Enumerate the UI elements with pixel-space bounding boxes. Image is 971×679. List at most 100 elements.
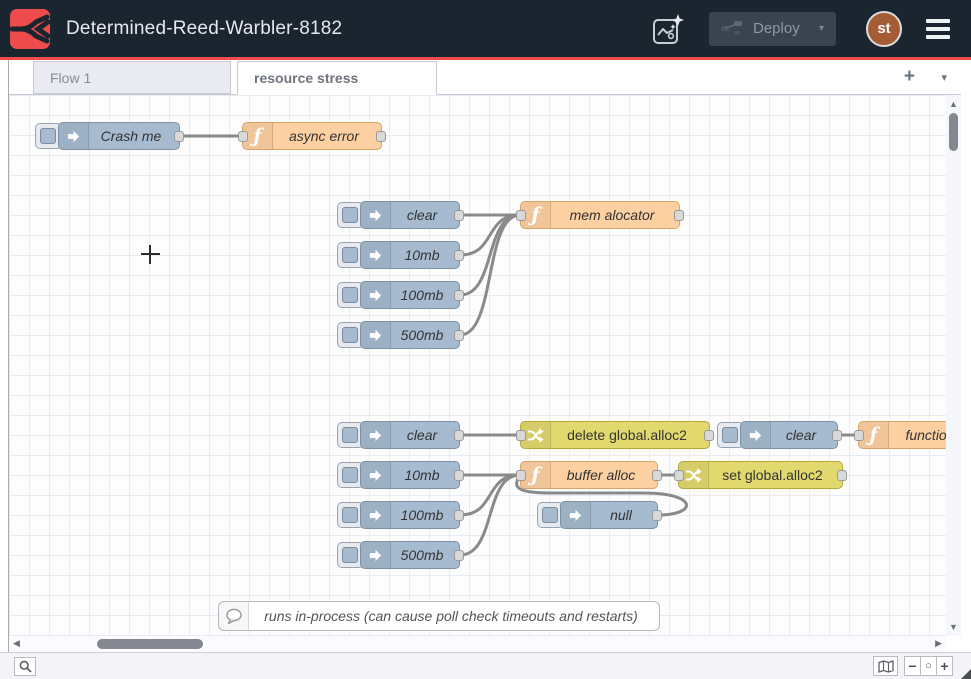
tab-resource-stress[interactable]: resource stress xyxy=(237,61,437,95)
node-10mb-1[interactable]: 10mb xyxy=(360,241,464,269)
inject-button-fill xyxy=(342,467,358,483)
wire[interactable] xyxy=(458,213,522,337)
node-clear-3[interactable]: clear xyxy=(740,421,842,449)
input-port[interactable] xyxy=(674,470,684,481)
output-port[interactable] xyxy=(454,210,464,221)
node-label: buffer alloc xyxy=(566,467,636,483)
input-port[interactable] xyxy=(516,430,526,441)
node-label: mem alocator xyxy=(569,207,655,223)
output-port[interactable] xyxy=(454,290,464,301)
cursor-crosshair xyxy=(149,245,151,264)
wire[interactable] xyxy=(458,473,522,557)
zoom-out-button[interactable]: − xyxy=(904,656,921,676)
inject-button-clear-3[interactable] xyxy=(717,422,744,448)
node-null[interactable]: null xyxy=(560,501,662,529)
scroll-right-icon[interactable]: ▶ xyxy=(935,638,942,648)
output-port[interactable] xyxy=(454,330,464,341)
output-port[interactable] xyxy=(832,430,842,441)
node-100mb-2[interactable]: 100mb xyxy=(360,501,464,529)
horizontal-scrollbar[interactable]: ◀ ▶ xyxy=(9,636,946,652)
node-label: 100mb xyxy=(400,507,444,523)
output-port[interactable] xyxy=(454,510,464,521)
tab-flow-1[interactable]: Flow 1 xyxy=(33,61,231,94)
search-button[interactable] xyxy=(14,657,36,676)
input-port[interactable] xyxy=(238,131,248,142)
node-label: set global.alloc2 xyxy=(722,467,823,483)
output-port[interactable] xyxy=(652,510,662,521)
output-port[interactable] xyxy=(454,550,464,561)
zoom-reset-button[interactable]: ○ xyxy=(920,656,937,676)
inject-button-clear-1[interactable] xyxy=(337,202,364,228)
horizontal-scroll-thumb[interactable] xyxy=(97,639,203,649)
zoom-in-button[interactable]: + xyxy=(936,656,953,676)
navigator-button[interactable] xyxy=(873,656,898,676)
inject-button-10mb-1[interactable] xyxy=(337,242,364,268)
flow-list-caret-icon[interactable]: ▾ xyxy=(941,72,947,84)
scroll-left-icon[interactable]: ◀ xyxy=(13,638,20,648)
node-500mb-2[interactable]: 500mb xyxy=(360,541,464,569)
navigator-map-icon xyxy=(877,659,894,673)
vertical-scroll-thumb[interactable] xyxy=(949,113,958,151)
inject-arrow-icon xyxy=(361,282,391,308)
node-label: 500mb xyxy=(400,547,444,563)
node-clear-2[interactable]: clear xyxy=(360,421,464,449)
input-port[interactable] xyxy=(516,470,526,481)
wire[interactable] xyxy=(515,473,688,517)
node-set-global-alloc2[interactable]: set global.alloc2 xyxy=(674,461,847,489)
hamburger-menu-icon[interactable] xyxy=(926,18,950,39)
flowfuse-logo[interactable] xyxy=(10,8,50,49)
wire[interactable] xyxy=(458,473,522,517)
node-label: function xyxy=(905,427,946,443)
inject-button-fill xyxy=(722,427,738,443)
vertical-scrollbar[interactable]: ▲ ▼ xyxy=(946,95,961,636)
node-10mb-2[interactable]: 10mb xyxy=(360,461,464,489)
deploy-label: Deploy xyxy=(753,20,800,37)
inject-button-500mb-2[interactable] xyxy=(337,542,364,568)
inject-button-clear-2[interactable] xyxy=(337,422,364,448)
output-port[interactable] xyxy=(674,210,684,221)
output-port[interactable] xyxy=(174,131,184,142)
scroll-down-icon[interactable]: ▼ xyxy=(949,622,958,632)
scroll-up-icon[interactable]: ▲ xyxy=(949,99,958,109)
input-port[interactable] xyxy=(854,430,864,441)
output-port[interactable] xyxy=(454,250,464,261)
user-avatar[interactable]: st xyxy=(866,10,902,47)
add-flow-button[interactable]: + xyxy=(903,66,915,87)
output-port[interactable] xyxy=(454,470,464,481)
output-port[interactable] xyxy=(454,430,464,441)
inject-button-100mb-1[interactable] xyxy=(337,282,364,308)
header: Determined-Reed-Warbler-8182 Deploy ▾ st xyxy=(0,0,971,57)
output-port[interactable] xyxy=(704,430,714,441)
node-crash-me[interactable]: Crash me xyxy=(58,122,184,150)
node-delete-global-alloc2[interactable]: delete global.alloc2 xyxy=(516,421,714,449)
flow-assistant-sparkle-icon[interactable] xyxy=(651,12,685,46)
deploy-caret-icon[interactable]: ▾ xyxy=(818,23,824,34)
inject-button-fill xyxy=(342,287,358,303)
resize-grip[interactable] xyxy=(961,669,971,679)
inject-arrow-icon xyxy=(361,322,391,348)
node-500mb-1[interactable]: 500mb xyxy=(360,321,464,349)
input-port[interactable] xyxy=(516,210,526,221)
node-label: clear xyxy=(406,207,438,223)
inject-button-100mb-2[interactable] xyxy=(337,502,364,528)
output-port[interactable] xyxy=(376,131,386,142)
output-port[interactable] xyxy=(837,470,847,481)
wire[interactable] xyxy=(458,213,522,257)
inject-arrow-icon xyxy=(361,422,391,448)
node-comment[interactable]: runs in-process (can cause poll check ti… xyxy=(218,601,660,631)
output-port[interactable] xyxy=(652,470,662,481)
inject-button-fill xyxy=(342,427,358,443)
zoom-controls: − ○ + xyxy=(904,656,953,676)
node-function[interactable]: ƒfunction xyxy=(854,421,946,449)
inject-button-10mb-2[interactable] xyxy=(337,462,364,488)
deploy-button[interactable]: Deploy ▾ xyxy=(709,11,836,46)
inject-button-500mb-1[interactable] xyxy=(337,322,364,348)
node-clear-1[interactable]: clear xyxy=(360,201,464,229)
search-icon xyxy=(19,660,32,673)
node-100mb-1[interactable]: 100mb xyxy=(360,281,464,309)
inject-arrow-icon xyxy=(561,502,591,528)
